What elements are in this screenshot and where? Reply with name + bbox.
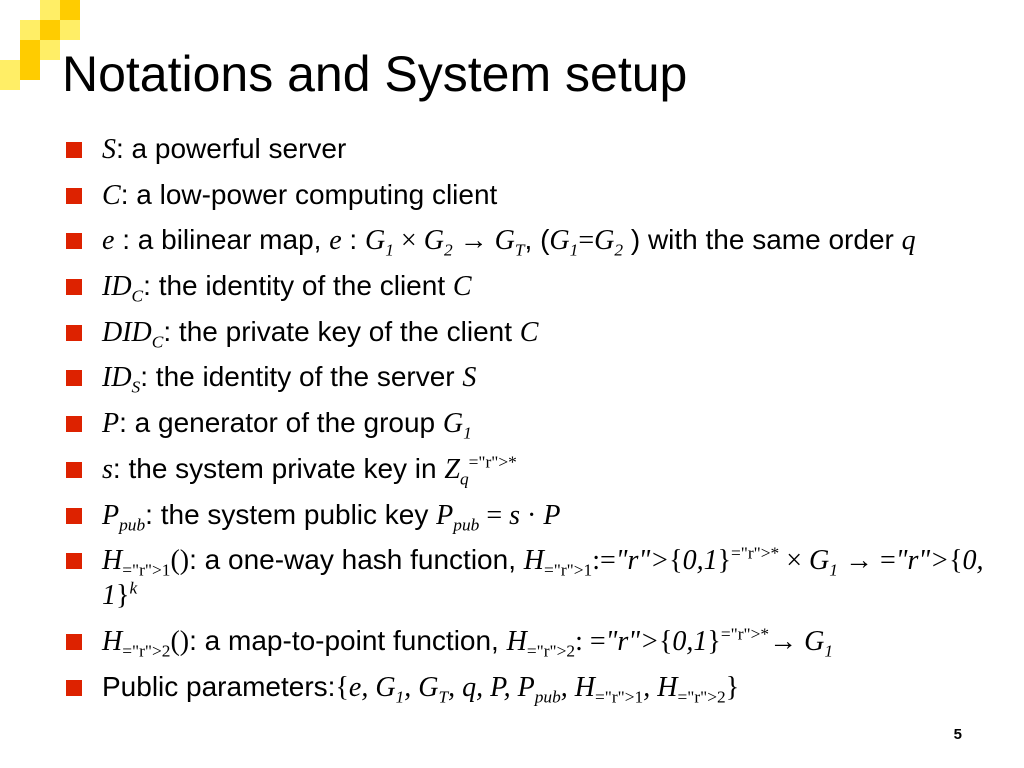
math-expression: Ppub = s · P	[436, 499, 561, 535]
math-symbol: Ppub	[102, 499, 146, 535]
math-symbol: C	[102, 179, 121, 211]
math-symbol: DIDC	[102, 316, 164, 352]
math-expression: H="r">1:="r">{0,1}="r">* × G1 → ="r">{0,…	[102, 543, 984, 612]
bullet-square-icon	[66, 416, 82, 433]
bullet-square-icon	[66, 233, 82, 250]
item-text: Public parameters:	[102, 670, 336, 702]
item-text: : a low-power computing client	[120, 178, 498, 210]
item-text: : a generator of the group	[119, 407, 443, 439]
math-expression: G1 × G2 → GT	[365, 225, 525, 260]
list-item: e : a bilinear map, e : G1 × G2 → GT, (G…	[64, 223, 994, 260]
list-item: S: a powerful server	[64, 132, 994, 167]
math-symbol: S	[462, 362, 477, 394]
math-symbol: e	[102, 225, 115, 257]
item-text: : the identity of the client	[143, 270, 453, 302]
bullet-square-icon	[66, 633, 82, 650]
list-item: DIDC: the private key of the client C	[64, 315, 994, 352]
list-item: IDC: the identity of the client C	[64, 269, 994, 306]
math-symbol: G1	[442, 408, 472, 443]
item-text: ) with the same order	[623, 224, 902, 256]
bullet-square-icon	[66, 187, 82, 204]
list-item: IDS: the identity of the server S	[64, 360, 994, 398]
item-text: : a powerful server	[116, 133, 347, 164]
math-symbol: q	[901, 225, 916, 257]
list-item: P: a generator of the group G1	[64, 406, 994, 443]
math-expression: {e, G1, GT, q, P, Ppub, H="r">1, H="r">2…	[335, 671, 740, 707]
item-text: : a bilinear map,	[114, 224, 330, 256]
bullet-square-icon	[66, 142, 82, 158]
bullet-square-icon	[66, 279, 82, 296]
math-symbol: IDC	[102, 271, 144, 306]
list-item: C: a low-power computing client	[64, 178, 994, 213]
math-expression: H="r">2: ="r">{0,1}="r">*→ G1	[506, 624, 834, 661]
item-text: : the private key of the client	[163, 315, 520, 347]
slide-title: Notations and System setup	[62, 46, 688, 102]
math-symbol: IDS	[102, 362, 141, 398]
list-item: Public parameters:{e, G1, GT, q, P, Ppub…	[64, 670, 994, 705]
math-symbol: S	[102, 134, 116, 165]
math-symbol: H="r">2()	[102, 625, 190, 661]
page-number: 5	[953, 726, 962, 743]
math-symbol: C	[519, 316, 539, 348]
item-text: : a one-way hash function,	[189, 544, 524, 576]
item-text: : the system private key in	[112, 452, 445, 484]
bullet-square-icon	[66, 507, 82, 524]
item-text: :	[341, 224, 365, 256]
bullet-square-icon	[66, 370, 82, 387]
math-symbol: P	[102, 408, 120, 440]
list-item: Ppub: the system public key Ppub = s · P	[64, 498, 994, 533]
corner-decoration	[0, 0, 90, 90]
bullet-square-icon	[66, 324, 82, 341]
notation-list: S: a powerful server C: a low-power comp…	[64, 132, 994, 715]
item-text: : the identity of the server	[140, 361, 463, 393]
item-text: , (	[524, 224, 550, 256]
math-symbol: e	[329, 225, 342, 257]
math-symbol: H="r">1()	[102, 545, 190, 580]
math-symbol: Zq="r">*	[444, 452, 517, 489]
bullet-square-icon	[66, 553, 82, 570]
list-item: s: the system private key in Zq="r">*	[64, 452, 994, 489]
item-text: : a map-to-point function,	[189, 624, 507, 656]
bullet-square-icon	[66, 679, 82, 696]
math-expression: G1=G2	[549, 225, 624, 260]
bullet-square-icon	[66, 461, 82, 478]
math-symbol: C	[452, 271, 472, 303]
list-item: H="r">2(): a map-to-point function, H="r…	[64, 624, 994, 661]
list-item: H="r">1(): a one-way hash function, H="r…	[64, 543, 994, 613]
math-symbol: s	[102, 453, 113, 485]
item-text: : the system public key	[145, 498, 437, 530]
